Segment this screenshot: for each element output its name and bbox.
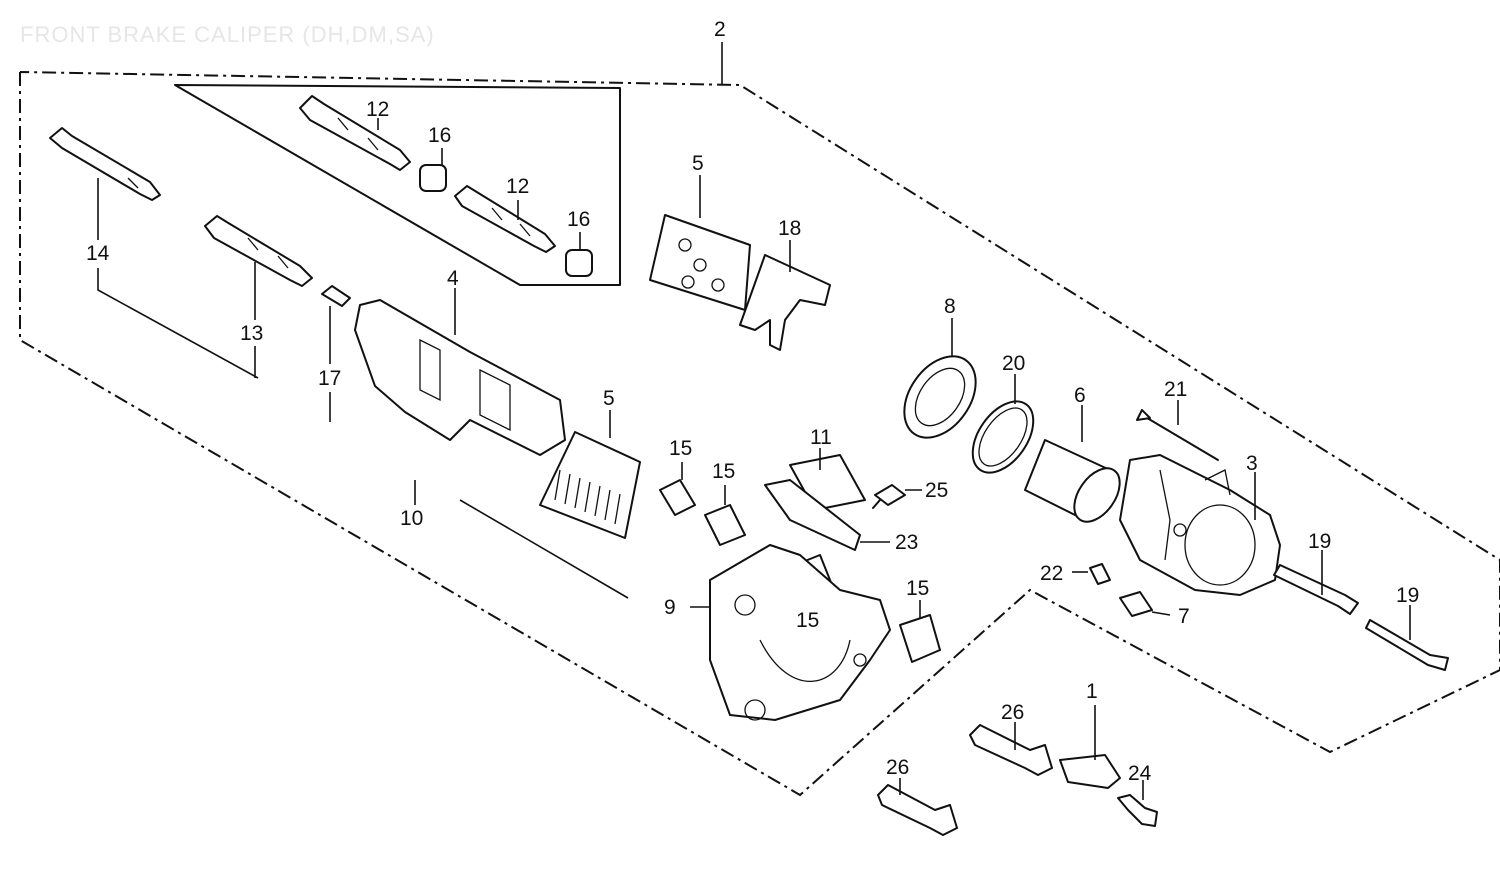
callout-8: 8 (944, 295, 956, 318)
callout-25: 25 (925, 479, 948, 502)
callout-11: 11 (810, 426, 832, 449)
part-15-boot-b (704, 485, 746, 546)
callout-7: 7 (1178, 605, 1190, 628)
callout-4: 4 (447, 267, 459, 290)
part-14-bolt (49, 127, 259, 379)
part-25-pin-bolt (872, 484, 922, 509)
part-3-caliper-body (1119, 454, 1281, 596)
callout-18: 18 (778, 217, 801, 240)
callout-20: 20 (1002, 352, 1025, 375)
part-18-pad-retainer (739, 240, 831, 351)
callout-24: 24 (1128, 762, 1152, 785)
callout-5-upper: 5 (692, 152, 704, 175)
part-13-pin (204, 215, 313, 378)
part-15-boot-a (659, 462, 696, 516)
assembly-2-boundary (19, 71, 1500, 797)
part-15-boot-d (899, 600, 941, 663)
part-8-seal (903, 318, 977, 439)
callout-1: 1 (1086, 680, 1098, 703)
diagram-title: FRONT BRAKE CALIPER (DH,DM,SA) (20, 22, 435, 47)
callout-14: 14 (86, 242, 110, 265)
part-26-bolt-upper (969, 722, 1053, 776)
part-20-dust-seal (971, 374, 1035, 474)
part-19-pin-upper (1273, 550, 1359, 615)
callout-22: 22 (1040, 562, 1063, 585)
part-5-pad-lower (539, 410, 641, 539)
part-9-caliper-bracket (459, 499, 891, 721)
part-1-hose-clamp (1059, 705, 1121, 789)
callout-13: 13 (240, 322, 263, 345)
sub-assembly-12-boundary (174, 84, 621, 286)
callout-17: 17 (318, 367, 341, 390)
callout-26-lower: 26 (886, 756, 909, 779)
part-16-bushing-upper (419, 148, 447, 192)
part-16-bushing-lower (565, 232, 593, 277)
callout-12-upper: 12 (366, 98, 389, 121)
part-24-bolt (1117, 780, 1158, 827)
callout-16-upper: 16 (428, 124, 451, 147)
part-12-pin-lower (454, 185, 556, 253)
part-23-anti-rattle-spring (764, 479, 890, 551)
callout-10: 10 (400, 507, 423, 530)
callout-19-upper: 19 (1308, 530, 1331, 553)
callout-16-lower: 16 (567, 208, 590, 231)
callout-15-b: 15 (712, 460, 735, 483)
callout-15-c: 15 (796, 609, 819, 632)
callout-5-lower: 5 (603, 387, 615, 410)
part-12-pin-upper (299, 95, 411, 171)
callout-15-a: 15 (669, 437, 692, 460)
assembly-outlines (19, 42, 1500, 797)
part-17-sleeve (321, 285, 351, 422)
part-22-bleeder-screw (1072, 563, 1111, 585)
callout-23: 23 (895, 531, 918, 554)
part-26-bolt-lower (877, 778, 958, 836)
callout-6: 6 (1074, 384, 1086, 407)
part-19-pin-lower (1365, 605, 1449, 671)
part-5-pad-upper (649, 175, 751, 311)
callout-15-d: 15 (906, 577, 929, 600)
part-21-pin (1136, 400, 1219, 461)
callout-9: 9 (664, 596, 676, 619)
callout-26-upper: 26 (1001, 701, 1024, 724)
callout-21: 21 (1164, 378, 1187, 401)
callout-19-lower: 19 (1396, 584, 1419, 607)
callout-12-lower: 12 (506, 175, 529, 198)
part-7-bleeder-cap (1119, 591, 1171, 617)
callout-labels: 1 2 3 4 5 5 6 7 8 9 10 11 12 12 13 14 15… (86, 18, 1419, 785)
callout-3: 3 (1246, 452, 1258, 475)
callout-2: 2 (714, 18, 726, 41)
part-6-piston (1024, 405, 1121, 523)
part-4-pad-spring (354, 288, 566, 456)
